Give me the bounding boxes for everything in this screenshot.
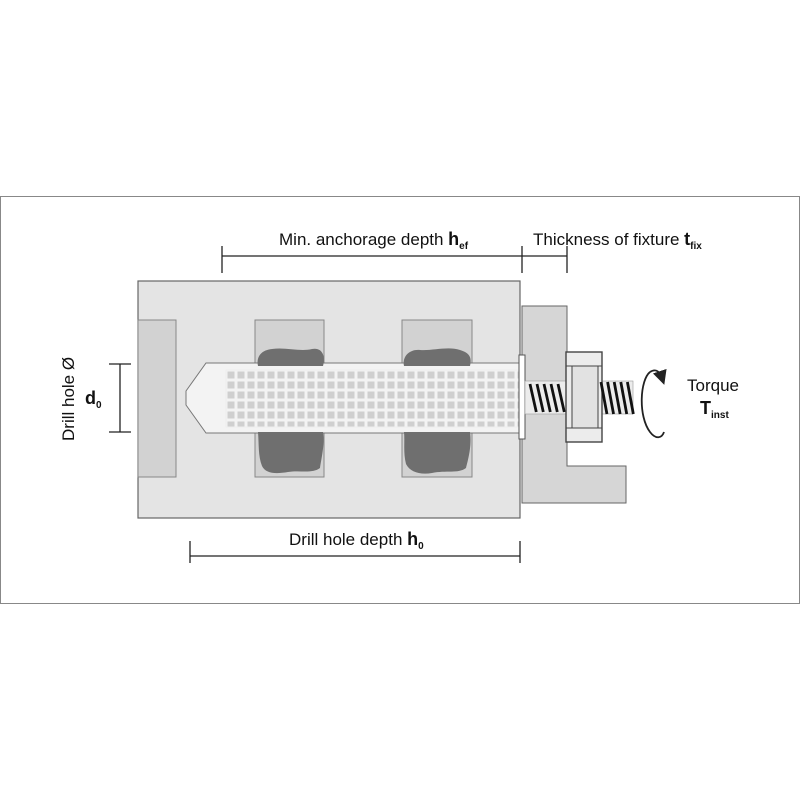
spring-coil bbox=[528, 383, 538, 413]
mortar-blob-1-top bbox=[257, 348, 324, 366]
label-fixture-thickness: Thickness of fixture tfix bbox=[533, 229, 702, 252]
washer bbox=[518, 354, 526, 440]
fixture-plate bbox=[521, 305, 627, 504]
nut-washer bbox=[571, 365, 599, 429]
coil-spring-icon bbox=[528, 383, 566, 413]
dimension-anchorage-depth bbox=[221, 246, 523, 273]
spring-coil bbox=[542, 383, 552, 413]
dimension-drill-hole-diameter bbox=[109, 363, 131, 433]
label-anchorage-depth: Min. anchorage depth hef bbox=[279, 229, 469, 252]
label-drill-hole-diameter-symbol: d0 bbox=[85, 388, 102, 411]
dimension-fixture-thickness bbox=[522, 246, 568, 273]
mortar-blob-2-bottom bbox=[404, 432, 471, 474]
mortar-blob-1-bottom bbox=[258, 432, 324, 474]
base-recess-left bbox=[137, 319, 177, 478]
label-drill-hole-depth: Drill hole depth h0 bbox=[289, 529, 424, 552]
spring-coil bbox=[556, 383, 566, 413]
spring-coil bbox=[612, 381, 622, 415]
dimension-drill-hole-depth bbox=[189, 541, 521, 563]
mortar-blob-2-top bbox=[403, 348, 471, 366]
label-torque-symbol: Tinst bbox=[700, 398, 729, 421]
spring-coil bbox=[606, 381, 615, 415]
spring-coil bbox=[619, 381, 629, 415]
mesh-sleeve bbox=[225, 369, 521, 428]
spring-coil bbox=[626, 381, 635, 415]
spring-coil bbox=[549, 383, 559, 413]
rotation-arrow-icon bbox=[640, 368, 667, 439]
label-drill-hole-diameter: Drill hole Ø bbox=[59, 357, 78, 441]
spring-coil bbox=[535, 383, 545, 413]
spring-coil bbox=[599, 381, 609, 415]
coil-spring-icon bbox=[599, 381, 635, 415]
label-torque: Torque bbox=[687, 376, 739, 395]
